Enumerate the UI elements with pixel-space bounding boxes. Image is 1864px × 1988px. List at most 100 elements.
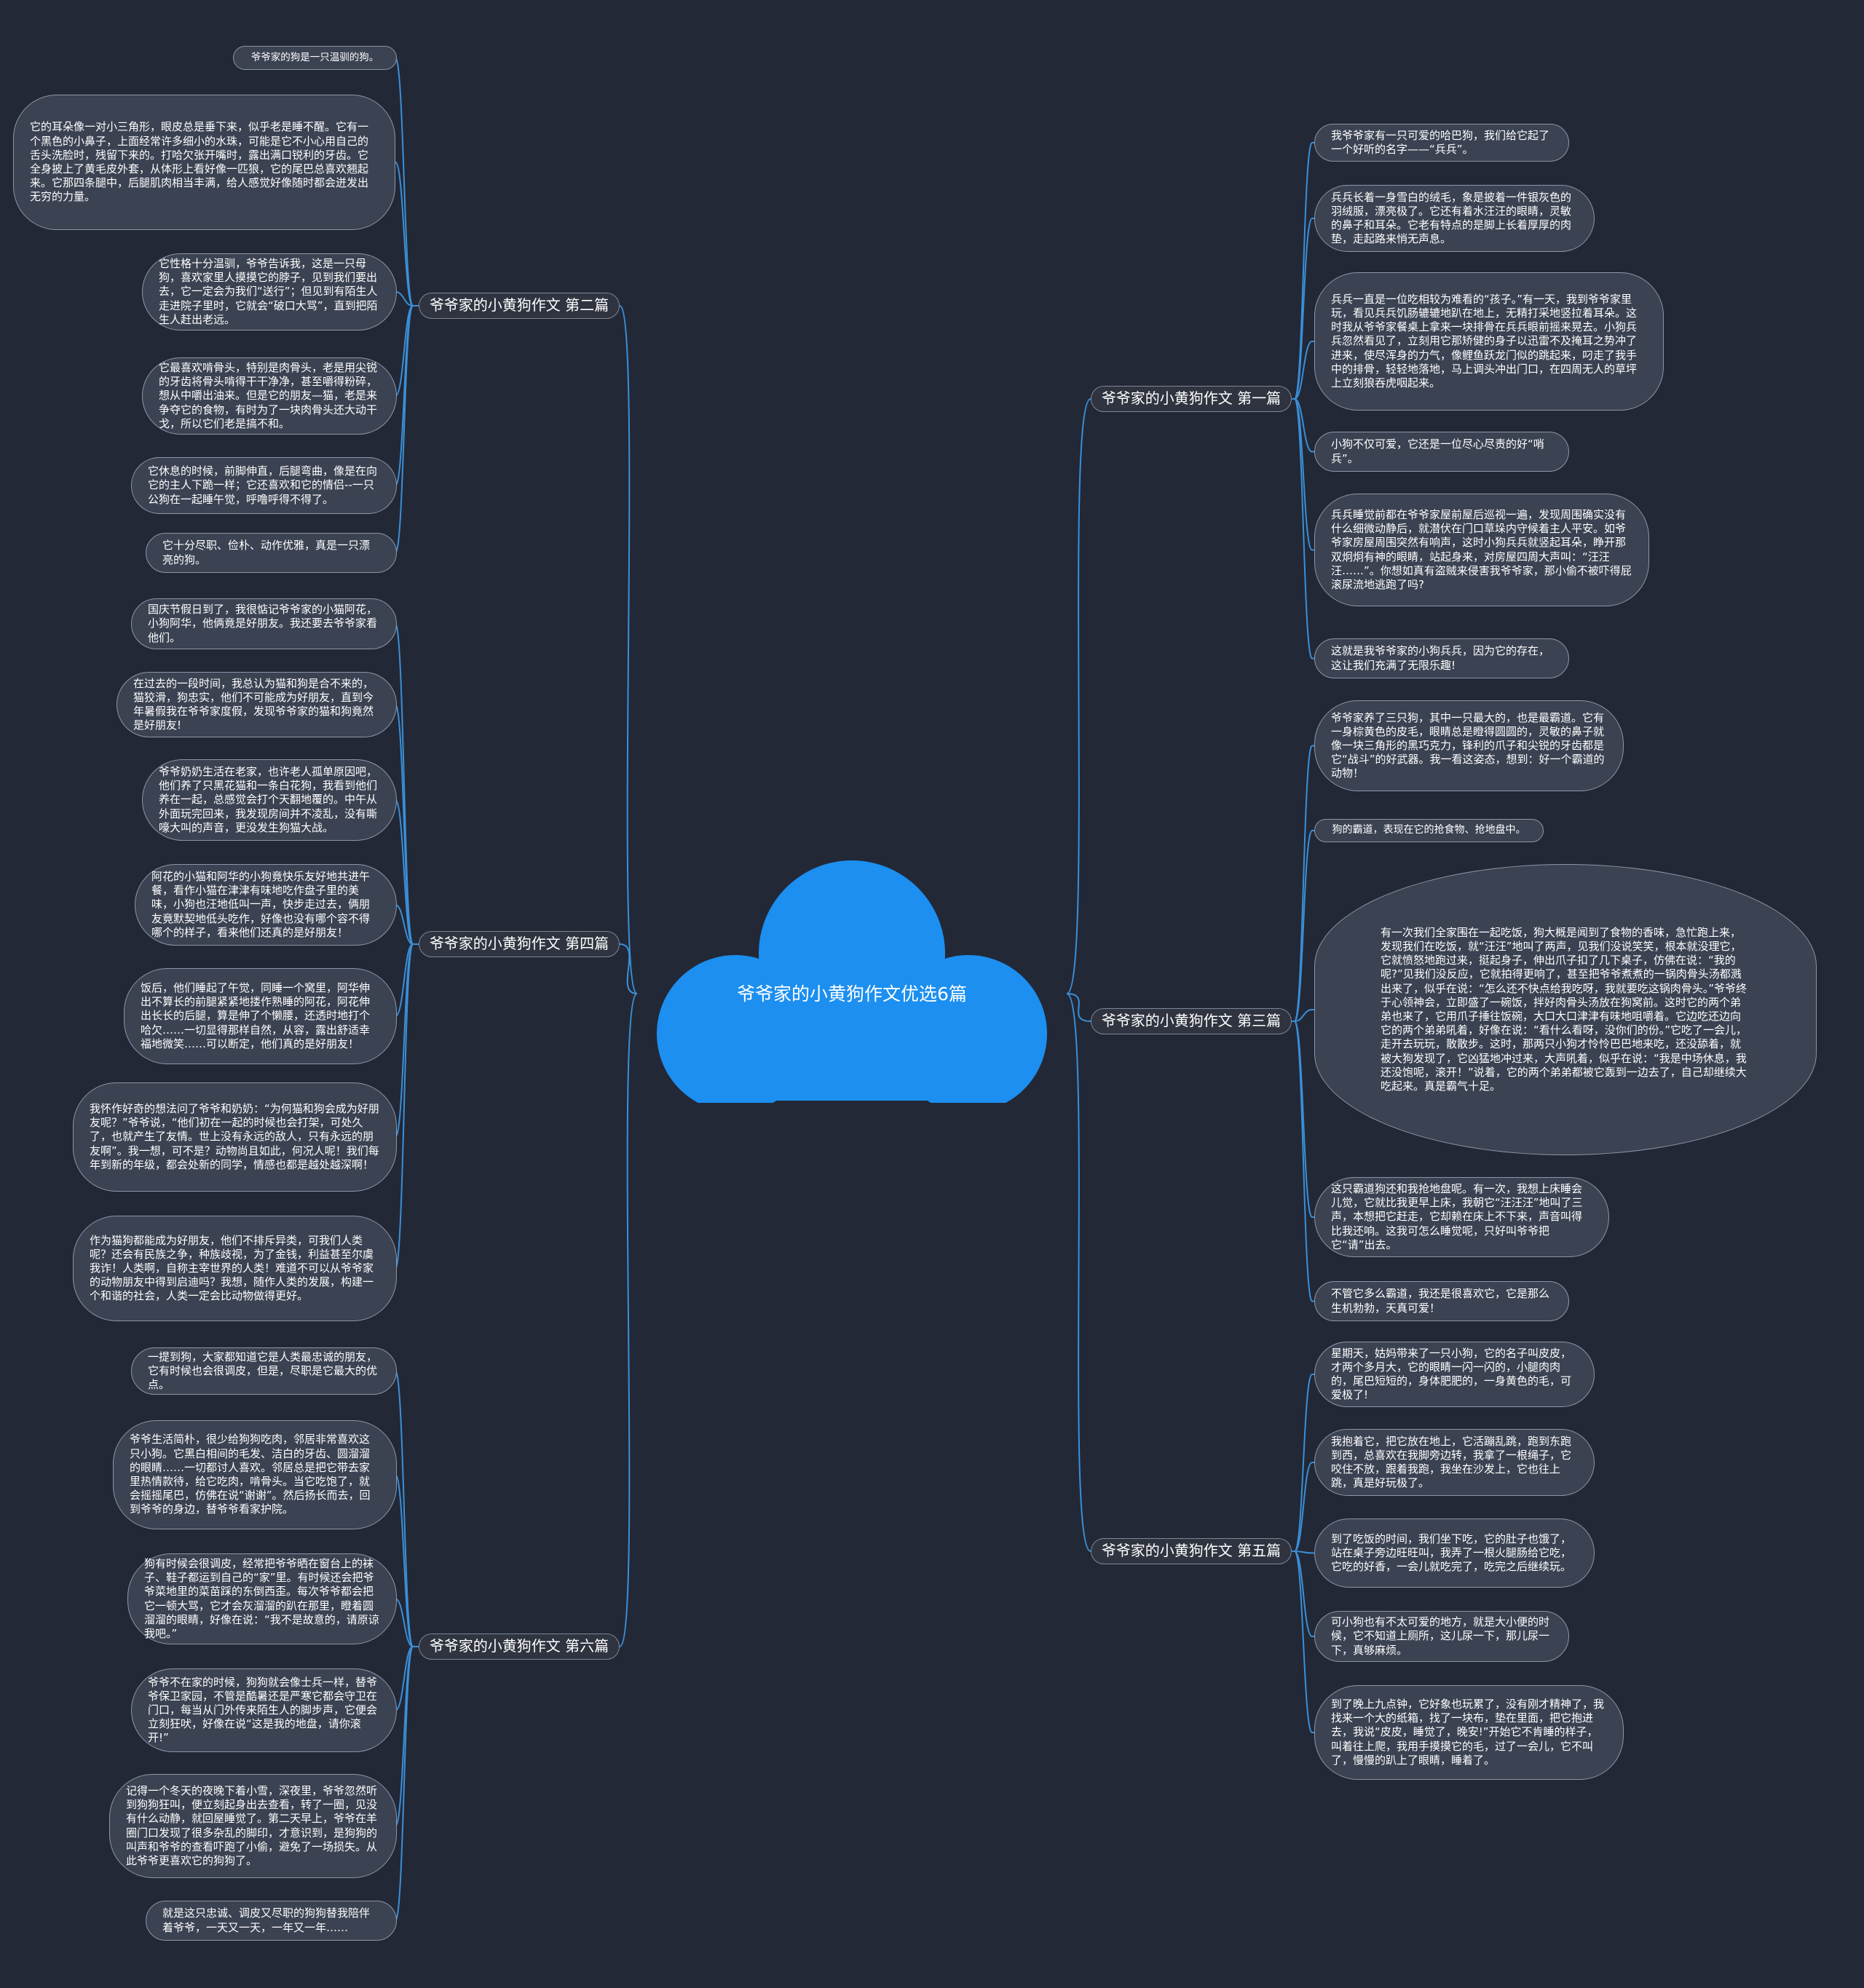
leaf-topic-text: 爷爷不在家的时候，狗狗就会像士兵一样，替爷爷保卫家园，不管是酷暑还是严寒它都会守… [148,1675,378,1745]
connector-line [1292,1009,1314,1022]
connector-line [1292,398,1314,453]
leaf-topic-text: 这只霸道狗还和我抢地盘呢。有一次，我想上床睡会儿觉，它就比我更早上床，我朝它“汪… [1331,1182,1583,1251]
leaf-topic[interactable]: 它性格十分温驯，爷爷告诉我，这是一只母狗，喜欢家里人摸摸它的脖子，见到我们要出去… [142,253,397,330]
leaf-topic-text: 星期天，姑妈带来了一只小狗，它的名子叫皮皮，才两个多月大，它的眼睛一闪一闪的，小… [1331,1346,1572,1402]
central-topic-title: 爷爷家的小黄狗作文优选6篇 [737,983,967,1005]
connector-line [1292,745,1314,1022]
leaf-topic[interactable]: 这只霸道狗还和我抢地盘呢。有一次，我想上床睡会儿觉，它就比我更早上床，我朝它“汪… [1314,1177,1609,1257]
connector-line [395,1474,419,1647]
leaf-topic[interactable]: 一提到狗，大家都知道它是人类最忠诚的朋友，它有时候也会很调皮，但是，尽职是它最大… [131,1347,397,1395]
leaf-topic-text: 兵兵睡觉前都在爷爷家屋前屋后巡视一遍，发现周围确实没有什么细微动静后，就潜伏在门… [1331,507,1632,591]
leaf-topic[interactable]: 爷爷奶奶生活在老家，也许老人孤单原因吧，他们养了只黑花猫和一条白花狗，我看到他们… [142,759,397,841]
branch-topic-label: 爷爷家的小黄狗作文 第三篇 [1101,1012,1282,1030]
connector-line [395,291,419,306]
central-topic[interactable]: 爷爷家的小黄狗作文优选6篇 [633,852,1070,1103]
leaf-topic[interactable]: 有一次我们全家围在一起吃饭，狗大概是闻到了食物的香味，急忙跑上来，发现我们在吃饭… [1314,864,1817,1155]
leaf-topic[interactable]: 星期天，姑妈带来了一只小狗，它的名子叫皮皮，才两个多月大，它的眼睛一闪一闪的，小… [1314,1342,1595,1407]
leaf-topic-text: 在过去的一段时间，我总认为猫和狗是合不来的，猫狡滑，狗忠实，他们不可能成为好朋友… [133,676,374,732]
leaf-topic-text: 狗有时候会很调皮，经常把爷爷晒在窗台上的袜子、鞋子都运到自己的“家”里。有时候还… [144,1556,379,1640]
cloud-shape [657,860,1047,1103]
leaf-topic-text: 小狗不仅可爱，它还是一位尽心尽责的好“哨兵”。 [1331,437,1544,465]
connector-line [395,305,419,486]
connector-line [619,943,638,994]
leaf-topic[interactable]: 饭后，他们睡起了午觉，同睡一个窝里，阿华伸出不算长的前腿紧紧地搂作熟睡的阿花，阿… [124,968,397,1064]
connector-line [1066,993,1091,1552]
connector-line [619,993,638,1647]
connector-line [1292,1021,1314,1218]
leaf-topic[interactable]: 狗有时候会很调皮，经常把爷爷晒在窗台上的袜子、鞋子都运到自己的“家”里。有时候还… [127,1553,397,1644]
leaf-topic[interactable]: 国庆节假日到了，我很惦记爷爷家的小猫阿花，小狗阿华，他俩竟是好朋友。我还要去爷爷… [131,598,397,649]
leaf-topic[interactable]: 兵兵睡觉前都在爷爷家屋前屋后巡视一遍，发现周围确实没有什么细微动静后，就潜伏在门… [1314,494,1649,606]
leaf-topic-text: 兵兵一直是一位吃相较为难看的“孩子。”有一天，我到爷爷家里玩，看见兵兵饥肠辘辘地… [1331,292,1638,389]
branch-topic[interactable]: 爷爷家的小黄狗作文 第二篇 [419,293,620,319]
leaf-topic-text: 记得一个冬天的夜晚下着小雪，深夜里，爷爷忽然听到狗狗狂叫，便立刻起身出去查看，转… [126,1783,378,1867]
connector-line [395,943,419,1270]
leaf-topic-text: 国庆节假日到了，我很惦记爷爷家的小猫阿花，小狗阿华，他俩竟是好朋友。我还要去爷爷… [148,603,378,644]
leaf-topic-text: 我怀作好奇的想法问了爷爷和奶奶：“为何猫和狗会成为好朋友呢？”爷爷说，“他们初在… [90,1102,379,1171]
leaf-topic[interactable]: 阿花的小猫和阿华的小狗竟快乐友好地共进午餐，看作小猫在津津有味地吃作盘子里的美味… [135,864,397,946]
connector-line [619,305,638,994]
leaf-topic-text: 我抱着它，把它放在地上，它活蹦乱跳，跑到东跑到西，总喜欢在我脚旁边转，我拿了一根… [1331,1434,1572,1490]
branch-topic[interactable]: 爷爷家的小黄狗作文 第三篇 [1091,1008,1292,1034]
leaf-topic[interactable]: 在过去的一段时间，我总认为猫和狗是合不来的，猫狡滑，狗忠实，他们不可能成为好朋友… [116,672,397,737]
leaf-topic[interactable]: 我怀作好奇的想法问了爷爷和奶奶：“为何猫和狗会成为好朋友呢？”爷爷说，“他们初在… [73,1082,397,1192]
leaf-topic-text: 狗的霸道，表现在它的抢食物、抢地盘中。 [1332,824,1526,836]
leaf-topic[interactable]: 到了吃饭的时间，我们坐下吃，它的肚子也饿了，站在桌子旁边旺旺叫，我弄了一根火腿肠… [1314,1518,1595,1588]
branch-topic[interactable]: 爷爷家的小黄狗作文 第四篇 [419,931,620,957]
leaf-topic[interactable]: 记得一个冬天的夜晚下着小雪，深夜里，爷爷忽然听到狗狗狂叫，便立刻起身出去查看，转… [109,1774,397,1878]
leaf-topic[interactable]: 可小狗也有不太可爱的地方，就是大小便的时候，它不知道上厕所，这儿尿一下，那儿尿一… [1314,1611,1569,1662]
connector-line [395,799,419,945]
leaf-topic[interactable]: 爷爷生活简朴，很少给狗狗吃肉，邻居非常喜欢这只小狗。它黑白相间的毛发、洁白的牙齿… [113,1420,397,1529]
branch-topic-label: 爷爷家的小黄狗作文 第四篇 [429,935,609,953]
connector-line [1066,993,1091,1022]
leaf-topic[interactable]: 它最喜欢啃骨头，特别是肉骨头，老是用尖锐的牙齿将骨头啃得干干净净，甚至嚼得粉碎，… [142,357,397,435]
leaf-topic-text: 它最喜欢啃骨头，特别是肉骨头，老是用尖锐的牙齿将骨头啃得干干净净，甚至嚼得粉碎，… [159,361,378,430]
leaf-topic[interactable]: 它的耳朵像一对小三角形，眼皮总是垂下来，似乎老是睡不醒。它有一个黑色的小鼻子，上… [13,95,395,230]
leaf-topic[interactable]: 小狗不仅可爱，它还是一位尽心尽责的好“哨兵”。 [1314,432,1569,472]
connector-line [1292,1374,1314,1552]
branch-topic[interactable]: 爷爷家的小黄狗作文 第六篇 [419,1633,620,1660]
leaf-topic-text: 它的耳朵像一对小三角形，眼皮总是垂下来，似乎老是睡不醒。它有一个黑色的小鼻子，上… [30,120,369,204]
leaf-topic-text: 一提到狗，大家都知道它是人类最忠诚的朋友，它有时候也会很调皮，但是，尽职是它最大… [148,1350,378,1392]
branch-topic[interactable]: 爷爷家的小黄狗作文 第五篇 [1091,1538,1292,1564]
leaf-topic[interactable]: 它十分尽职、俭朴、动作优雅，真是一只漂亮的狗。 [146,533,397,573]
leaf-topic-text: 有一次我们全家围在一起吃饭，狗大概是闻到了食物的香味，急忙跑上来，发现我们在吃饭… [1381,925,1748,1093]
branch-topic-label: 爷爷家的小黄狗作文 第五篇 [1101,1542,1282,1560]
leaf-topic-text: 兵兵长着一身雪白的绒毛，象是披着一件银灰色的羽绒服，漂亮极了。它还有着水汪汪的眼… [1331,190,1572,246]
leaf-topic[interactable]: 我抱着它，把它放在地上，它活蹦乱跳，跑到东跑到西，总喜欢在我脚旁边转，我拿了一根… [1314,1429,1595,1496]
leaf-topic[interactable]: 它休息的时候，前脚伸直，后腿弯曲，像是在向它的主人下跪一样；它还喜欢和它的情侣-… [131,457,397,514]
connector-line [395,57,419,306]
leaf-topic[interactable]: 爷爷不在家的时候，狗狗就会像士兵一样，替爷爷保卫家园，不管是酷暑还是严寒它都会守… [131,1668,397,1752]
leaf-topic[interactable]: 就是这只忠诚、调皮又尽职的狗狗替我陪伴着爷爷，一天又一天，一年又一年…… [146,1901,397,1941]
connector-line [1292,830,1314,1022]
leaf-topic-text: 阿花的小猫和阿华的小狗竟快乐友好地共进午餐，看作小猫在津津有味地吃作盘子里的美味… [151,870,371,939]
branch-topic[interactable]: 爷爷家的小黄狗作文 第一篇 [1091,386,1292,412]
leaf-topic[interactable]: 我爷爷家有一只可爱的哈巴狗，我们给它起了一个好听的名字——“兵兵”。 [1314,124,1569,162]
leaf-topic-text: 它休息的时候，前脚伸直，后腿弯曲，像是在向它的主人下跪一样；它还喜欢和它的情侣-… [148,464,378,506]
leaf-topic[interactable]: 兵兵长着一身雪白的绒毛，象是披着一件银灰色的羽绒服，漂亮极了。它还有着水汪汪的眼… [1314,185,1595,252]
connector-line [1066,398,1091,994]
leaf-topic[interactable]: 爷爷家养了三只狗，其中一只最大的，也是最霸道。它有一身棕黄色的皮毛，眼睛总是瞪得… [1314,700,1624,791]
connector-line [395,943,419,1138]
leaf-topic[interactable]: 这就是我爷爷家的小狗兵兵，因为它的存在，这让我们充满了无限乐趣! [1314,638,1569,678]
leaf-topic-text: 爷爷家养了三只狗，其中一只最大的，也是最霸道。它有一身棕黄色的皮毛，眼睛总是瞪得… [1331,710,1605,780]
leaf-topic-text: 作为猫狗都能成为好朋友，他们不排斥异类，可我们人类呢？还会有民族之争，种族歧视，… [90,1233,374,1303]
leaf-topic-text: 爷爷奶奶生活在老家，也许老人孤单原因吧，他们养了只黑花猫和一条白花狗，我看到他们… [159,765,378,834]
leaf-topic-text: 它十分尽职、俭朴、动作优雅，真是一只漂亮的狗。 [162,539,371,566]
connector-line [395,162,419,306]
leaf-topic[interactable]: 到了晚上九点钟，它好象也玩累了，没有刚才精神了，我找来一个大的纸箱，找了一块布，… [1314,1685,1624,1780]
leaf-topic-text: 饭后，他们睡起了午觉，同睡一个窝里，阿华伸出不算长的前腿紧紧地搂作熟睡的阿花，阿… [141,981,371,1050]
leaf-topic[interactable]: 不管它多么霸道，我还是很喜欢它，它是那么生机勃勃，天真可爱！ [1314,1281,1569,1321]
leaf-topic-text: 爷爷家的狗是一只温驯的狗。 [250,51,379,63]
leaf-topic-text: 不管它多么霸道，我还是很喜欢它，它是那么生机勃勃，天真可爱！ [1331,1287,1550,1315]
leaf-topic[interactable]: 作为猫狗都能成为好朋友，他们不排斥异类，可我们人类呢？还会有民族之争，种族歧视，… [73,1216,397,1321]
branch-topic-label: 爷爷家的小黄狗作文 第二篇 [429,296,609,314]
connector-line [1292,142,1314,400]
leaf-topic[interactable]: 狗的霸道，表现在它的抢食物、抢地盘中。 [1314,819,1544,842]
leaf-topic[interactable]: 爷爷家的狗是一只温驯的狗。 [233,46,397,70]
connector-line [1292,1551,1314,1733]
leaf-topic[interactable]: 兵兵一直是一位吃相较为难看的“孩子。”有一天，我到爷爷家里玩，看见兵兵饥肠辘辘地… [1314,272,1664,411]
connector-line [1292,341,1314,400]
